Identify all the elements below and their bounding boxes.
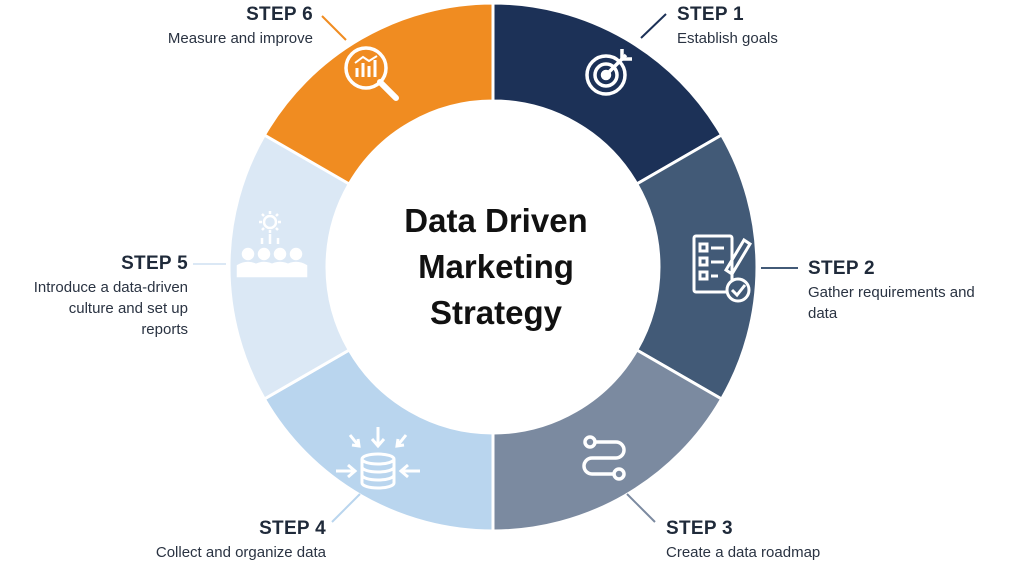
step-4-title: STEP 4: [259, 518, 326, 539]
roadmap-icon: [582, 435, 626, 481]
step-1-label: STEP 1 Establish goals: [677, 4, 778, 49]
team-gear-icon: [236, 211, 308, 278]
step-5-desc-line: reports: [141, 321, 188, 338]
step-3-title: STEP 3: [666, 518, 733, 539]
step-5-label: STEP 5 Introduce a data-driven culture a…: [0, 253, 188, 340]
step-2-desc-line: data: [808, 305, 838, 322]
step-2-title: STEP 2: [808, 258, 875, 279]
step-5-title: STEP 5: [121, 253, 188, 274]
title-line: Strategy: [429, 294, 563, 331]
step-5-desc-line: culture and set up: [68, 300, 188, 317]
step-1-desc: Establish goals: [677, 30, 778, 47]
step-3-label: STEP 3 Create a data roadmap: [666, 518, 820, 563]
step-6-label: STEP 6 Measure and improve: [100, 4, 313, 49]
step-5-desc-line: Introduce a data-driven: [33, 279, 188, 296]
connector-line-step-3: [626, 493, 656, 523]
connector-line-step-4: [331, 493, 361, 523]
connector-line-step-6: [321, 15, 347, 41]
step-4-desc: Collect and organize data: [155, 544, 326, 561]
step-6-desc: Measure and improve: [167, 30, 313, 47]
step-1-title: STEP 1: [677, 4, 744, 25]
step-3-desc: Create a data roadmap: [666, 544, 821, 561]
checklist-icon: [692, 234, 753, 303]
step-4-label: STEP 4 Collect and organize data: [100, 518, 326, 563]
diagram-title: Data Driven Marketing Strategy: [370, 198, 622, 336]
title-line: Data Driven: [404, 202, 588, 239]
target-icon: [585, 49, 632, 96]
connector-line-step-1: [640, 13, 667, 39]
step-2-label: STEP 2 Gather requirements and data: [808, 258, 975, 324]
analytics-magnifier-icon: [344, 46, 399, 101]
title-line: Marketing: [418, 248, 574, 285]
database-collect-icon: [336, 427, 420, 490]
step-6-title: STEP 6: [246, 4, 313, 25]
step-2-desc-line: Gather requirements and: [808, 284, 975, 301]
center-circle: [327, 101, 659, 433]
